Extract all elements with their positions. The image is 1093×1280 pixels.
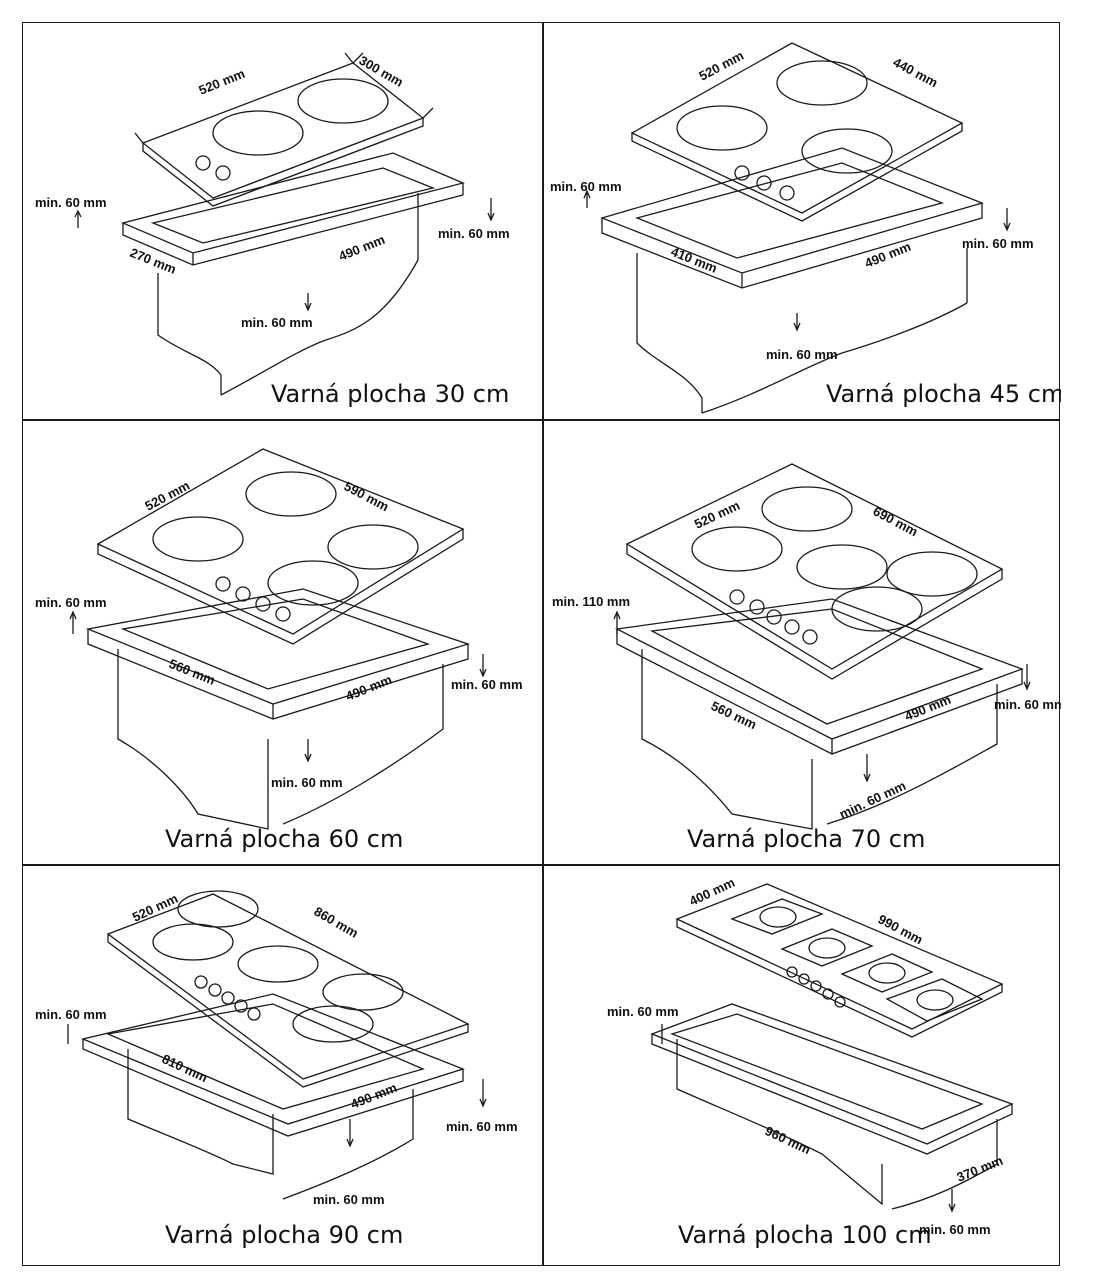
hob-70-diagram	[613, 463, 1031, 830]
label-depth: 520 mm	[692, 498, 742, 532]
label-clear-front: min. 60 mm	[313, 1192, 385, 1207]
label-width: 300 mm	[357, 53, 406, 90]
hob-dimension-grid: 520 mm 300 mm min. 60 mm min. 60 mm 270 …	[22, 22, 1061, 1266]
grid-divider-horizontal	[23, 419, 1059, 421]
label-clear-front: min. 60 mm	[919, 1222, 991, 1237]
panel-caption: Varná plocha 70 cm	[687, 825, 926, 853]
panel-70cm: 520 mm 690 mm min. 110 mm min. 60 mm 560…	[542, 419, 1061, 864]
panel-45cm: 520 mm 440 mm min. 60 mm min. 60 mm 410 …	[542, 23, 1061, 419]
label-depth: 520 mm	[696, 48, 746, 84]
hob-100-diagram	[650, 883, 1014, 1213]
hob-45-labels: 520 mm 440 mm min. 60 mm min. 60 mm 410 …	[550, 48, 1034, 362]
panel-caption: Varná plocha 30 cm	[271, 380, 510, 408]
label-clear-front: min. 60 mm	[271, 775, 343, 790]
label-clear-front: min. 60 mm	[241, 315, 313, 330]
label-cutout-width: 960 mm	[763, 1123, 813, 1157]
panel-caption: Varná plocha 45 cm	[826, 380, 1061, 408]
panel-60cm: 520 mm 590 mm min. 60 mm min. 60 mm 560 …	[23, 419, 542, 864]
hob-45-diagram	[583, 42, 1011, 414]
label-clear-right: min. 60 mm	[451, 677, 523, 692]
label-clear-left: min. 110 mm	[552, 594, 630, 609]
panel-caption: Varná plocha 100 cm	[678, 1221, 932, 1249]
label-cutout-depth: 490 mm	[344, 672, 395, 704]
label-width: 440 mm	[891, 54, 941, 90]
label-clear-left: min. 60 mm	[35, 195, 107, 210]
label-clear-right: min. 60 mm	[438, 226, 510, 241]
label-cutout-width: 810 mm	[160, 1051, 210, 1085]
panel-caption: Varná plocha 90 cm	[165, 1221, 404, 1249]
label-depth: 520 mm	[197, 66, 248, 98]
hob-100-labels: 400 mm 990 mm min. 60 mm 960 mm 370 mm m…	[607, 875, 1006, 1237]
hob-60-labels: 520 mm 590 mm min. 60 mm min. 60 mm 560 …	[35, 478, 523, 790]
hob-90-labels: 520 mm 860 mm min. 60 mm min. 60 mm 810 …	[35, 891, 518, 1207]
label-clear-right: min. 60 mm	[962, 236, 1034, 251]
panel-100cm: 400 mm 990 mm min. 60 mm 960 mm 370 mm m…	[542, 864, 1061, 1265]
label-cutout-width: 560 mm	[709, 698, 759, 732]
label-cutout-width: 560 mm	[167, 656, 218, 688]
label-clear-front: min. 60 mm	[837, 778, 908, 822]
label-cutout-width: 410 mm	[669, 244, 720, 276]
label-clear-right: min. 60 mm	[994, 697, 1061, 712]
label-cutout-depth: 490 mm	[337, 232, 388, 264]
label-cutout-depth: 490 mm	[903, 692, 954, 724]
label-width: 690 mm	[871, 503, 921, 539]
label-clear-left: min. 60 mm	[35, 595, 107, 610]
label-width: 990 mm	[876, 911, 926, 947]
label-clear-left: min. 60 mm	[607, 1004, 679, 1019]
label-clear-left: min. 60 mm	[550, 179, 622, 194]
label-cutout-depth: 370 mm	[955, 1153, 1006, 1185]
panel-caption: Varná plocha 60 cm	[165, 825, 404, 853]
label-depth: 400 mm	[687, 875, 737, 909]
grid-divider-horizontal	[23, 864, 1059, 866]
hob-30-diagram	[74, 52, 495, 396]
panel-30cm: 520 mm 300 mm min. 60 mm min. 60 mm 270 …	[23, 23, 542, 419]
label-clear-right: min. 60 mm	[446, 1119, 518, 1134]
hob-70-labels: 520 mm 690 mm min. 110 mm min. 60 mm 560…	[552, 498, 1061, 822]
label-width: 860 mm	[312, 904, 361, 941]
label-clear-front: min. 60 mm	[766, 347, 838, 362]
hob-60-diagram	[69, 448, 487, 830]
panel-90cm: 520 mm 860 mm min. 60 mm min. 60 mm 810 …	[23, 864, 542, 1265]
hob-30-labels: 520 mm 300 mm min. 60 mm min. 60 mm 270 …	[35, 53, 510, 330]
label-depth: 520 mm	[142, 478, 192, 514]
label-width: 590 mm	[342, 478, 392, 514]
hob-90-diagram	[67, 890, 487, 1200]
label-clear-left: min. 60 mm	[35, 1007, 107, 1022]
grid-divider-vertical	[542, 23, 544, 1265]
label-cutout-width: 270 mm	[128, 245, 179, 277]
label-cutout-depth: 490 mm	[349, 1080, 400, 1112]
label-depth: 520 mm	[130, 891, 180, 925]
label-cutout-depth: 490 mm	[863, 239, 914, 271]
